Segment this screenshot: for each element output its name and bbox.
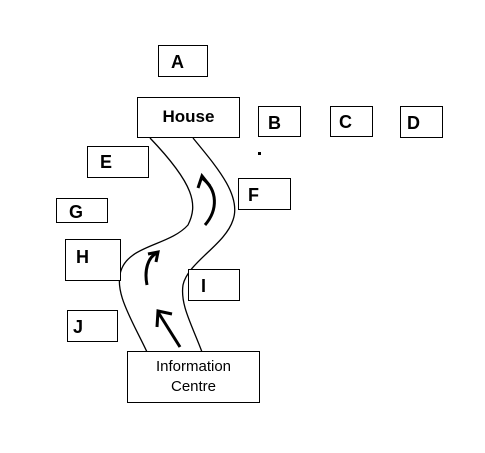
label-j: J [73, 317, 84, 337]
box-b: B [258, 106, 301, 137]
label-g: G [69, 202, 84, 222]
house-box: House [137, 97, 240, 138]
box-h: H [65, 239, 121, 281]
arrow-upper [196, 172, 216, 226]
information-centre-box: Information Centre [127, 351, 260, 403]
path-right-edge [181, 137, 236, 353]
arrow-middle [144, 250, 160, 286]
box-d: D [400, 106, 443, 138]
information-centre-line1: Information [155, 358, 232, 375]
house-label: House [162, 107, 215, 126]
label-b: B [268, 113, 281, 133]
box-j: J [67, 310, 118, 342]
label-e: E [100, 152, 113, 172]
box-i: I [188, 269, 240, 301]
label-f: F [248, 185, 259, 205]
box-c: C [330, 106, 373, 137]
box-g: G [56, 198, 108, 223]
information-centre-label: Information Centre [128, 357, 259, 397]
label-h: H [76, 247, 89, 267]
information-centre-line2: Centre [170, 378, 217, 395]
path-left-edge [118, 137, 194, 353]
small-dot [258, 152, 261, 155]
label-i: I [201, 276, 207, 296]
label-a: A [171, 52, 184, 72]
box-f: F [238, 178, 291, 210]
box-a: A [158, 45, 208, 77]
arrow-lower [155, 309, 182, 348]
label-d: D [407, 113, 420, 133]
label-c: C [339, 112, 352, 132]
box-e: E [87, 146, 149, 178]
